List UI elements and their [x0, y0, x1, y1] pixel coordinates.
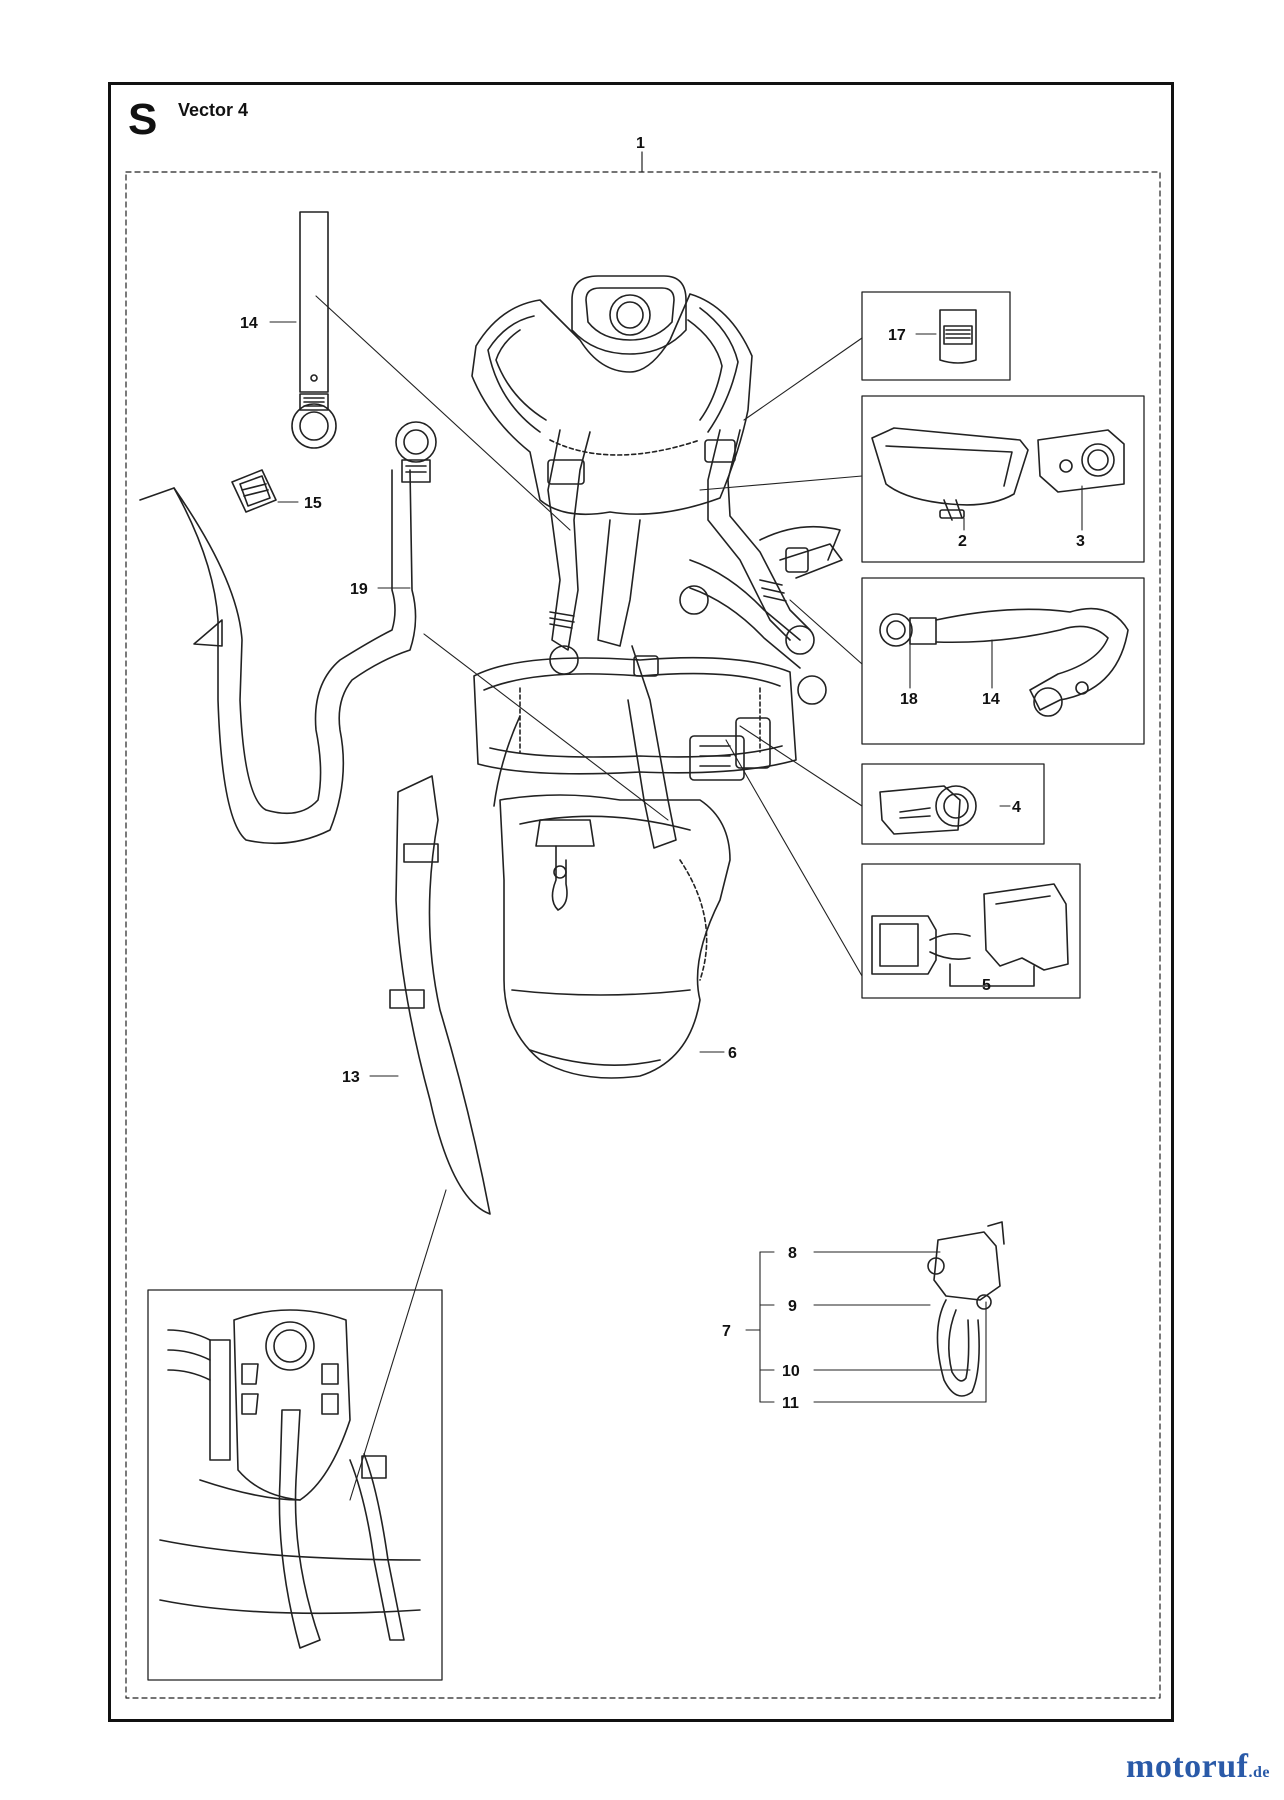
callout-17: 17 [888, 327, 906, 344]
section-letter: S [128, 95, 158, 144]
callout-3: 3 [1076, 533, 1085, 550]
callout-13: 13 [342, 1069, 360, 1086]
harness-assembly [471, 275, 843, 1079]
part-14-strap [291, 211, 337, 449]
callout-10: 10 [782, 1363, 800, 1380]
callout-18: 18 [900, 691, 918, 708]
inset-back-view [147, 1289, 443, 1681]
callout-7: 7 [722, 1323, 731, 1340]
callout-5: 5 [982, 977, 991, 994]
callout-2: 2 [958, 533, 967, 550]
callout-6: 6 [728, 1045, 737, 1062]
model-name: Vector 4 [178, 100, 249, 120]
callout-15: 15 [304, 495, 322, 512]
assembly-boundary [125, 171, 1161, 1699]
diagram-frame [108, 82, 1174, 1722]
part-15-slider [231, 469, 277, 513]
callout-1: 1 [636, 135, 645, 152]
part-7-hook [927, 1221, 1005, 1397]
part-19-strap [139, 421, 437, 845]
part-13-stiffener [389, 775, 491, 1215]
inset-part-5 [861, 863, 1081, 999]
callout-19: 19 [350, 581, 368, 598]
inset-part-4 [861, 763, 1045, 845]
callout-9: 9 [788, 1298, 797, 1315]
inset-part-17 [861, 291, 1011, 381]
callout-14-left: 14 [240, 315, 258, 332]
callout-4: 4 [1012, 799, 1021, 816]
inset-part-18-14 [861, 577, 1145, 745]
callout-11: 11 [782, 1395, 799, 1412]
watermark-logo: motoruf.de [1126, 1748, 1270, 1785]
inset-part-2-3 [861, 395, 1145, 563]
callout-14-right: 14 [982, 691, 1000, 708]
callout-8: 8 [788, 1245, 797, 1262]
